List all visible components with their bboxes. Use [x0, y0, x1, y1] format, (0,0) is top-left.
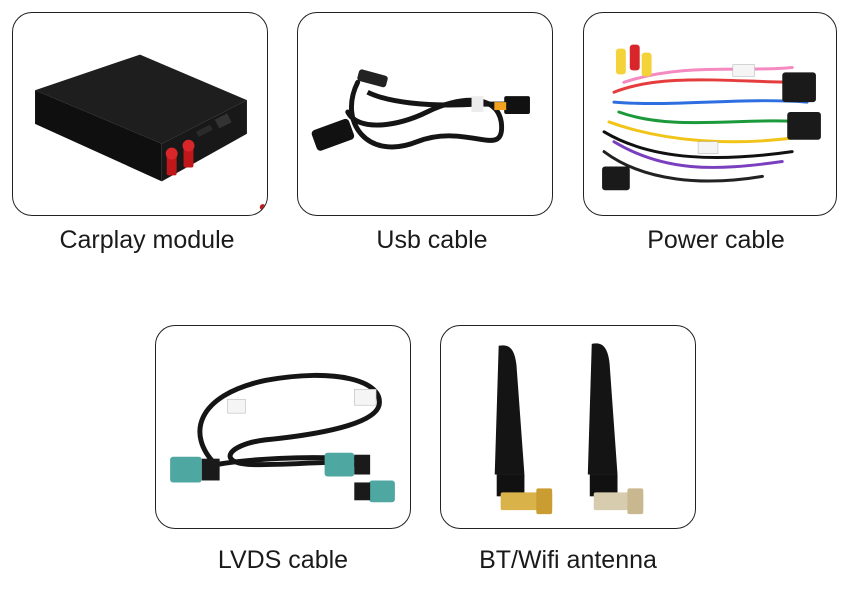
- caption-lvds-cable: LVDS cable: [217, 546, 349, 574]
- caption-usb-cable: Usb cable: [376, 226, 488, 254]
- caption-bt-wifi-antenna: BT/Wifi antenna: [479, 546, 657, 574]
- product-card-lvds-cable: [155, 325, 411, 529]
- caption-carplay-module: Carplay module: [59, 226, 235, 254]
- product-card-power-cable: [583, 12, 837, 216]
- carplay-module-image: [35, 54, 266, 211]
- usb-cable-image: [311, 69, 530, 151]
- bt-wifi-antenna-image: [494, 343, 644, 515]
- product-card-carplay-module: [12, 12, 268, 216]
- product-card-usb-cable: [297, 12, 553, 216]
- lvds-cable-image: [170, 373, 395, 503]
- caption-power-cable: Power cable: [647, 226, 785, 254]
- product-card-bt-wifi-antenna: [440, 325, 696, 529]
- power-cable-image: [602, 44, 821, 191]
